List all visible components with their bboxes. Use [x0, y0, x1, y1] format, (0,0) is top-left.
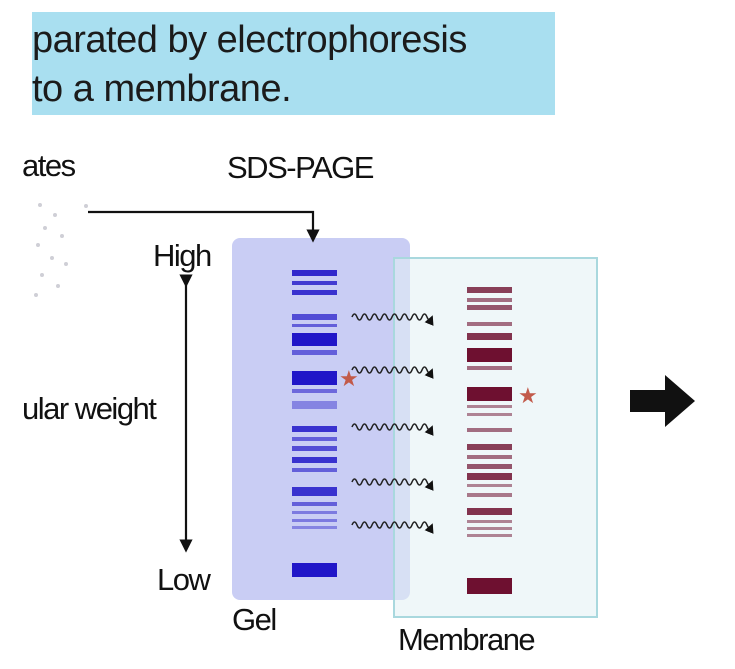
membrane-band-4 — [467, 322, 512, 326]
gel-band-1 — [292, 270, 337, 276]
membrane-band-5 — [467, 333, 512, 340]
membrane-band-2 — [467, 298, 512, 302]
membrane-band-18 — [467, 508, 512, 515]
gel-band-9 — [292, 389, 337, 393]
lysates-label: ates — [22, 148, 76, 183]
gel-label: Gel — [232, 602, 277, 637]
gel-band-19 — [292, 519, 337, 522]
membrane-band-15 — [467, 473, 512, 480]
gel-star-icon: ★ — [339, 367, 359, 392]
sds-page-title: SDS-PAGE — [227, 150, 374, 185]
membrane-band-12 — [467, 444, 512, 450]
low-label: Low — [157, 562, 211, 597]
gel-band-17 — [292, 502, 337, 506]
gel-band-12 — [292, 437, 337, 441]
next-step-arrow-icon — [630, 375, 695, 427]
membrane-band-9 — [467, 405, 512, 408]
gel-band-8 — [292, 371, 337, 385]
caption-line-2: to a membrane. — [32, 68, 292, 110]
membrane-band-17 — [467, 493, 512, 497]
membrane-band-22 — [467, 578, 512, 594]
membrane-label: Membrane — [398, 622, 536, 657]
gel-band-4 — [292, 314, 337, 320]
gel-band-2 — [292, 281, 337, 285]
membrane-band-11 — [467, 428, 512, 432]
membrane-band-13 — [467, 455, 512, 459]
gel-band-20 — [292, 526, 337, 529]
high-label: High — [153, 238, 212, 273]
membrane-band-1 — [467, 287, 512, 293]
gel-band-6 — [292, 333, 337, 346]
gel-band-21 — [292, 563, 337, 577]
caption-line-1: parated by electrophoresis — [32, 19, 467, 61]
membrane-band-14 — [467, 464, 512, 469]
gel-band-14 — [292, 457, 337, 463]
transfer-wavy-arrow-1 — [351, 313, 434, 326]
membrane-band-16 — [467, 484, 512, 487]
gel-band-15 — [292, 468, 337, 472]
sample-dots — [34, 203, 88, 297]
gel-band-13 — [292, 446, 337, 451]
gel-band-7 — [292, 350, 337, 355]
gel-band-16 — [292, 487, 337, 496]
gel-band-10 — [292, 401, 337, 409]
membrane-band-3 — [467, 305, 512, 310]
gel-band-5 — [292, 324, 337, 327]
transfer-wavy-arrow-2 — [351, 366, 434, 379]
gel-lane — [292, 270, 337, 577]
membrane-lane — [467, 287, 512, 594]
membrane-band-7 — [467, 366, 512, 370]
membrane-band-21 — [467, 534, 512, 537]
membrane-band-20 — [467, 527, 512, 530]
gel-band-11 — [292, 426, 337, 432]
membrane-band-6 — [467, 348, 512, 362]
gel-band-3 — [292, 290, 337, 295]
transfer-wavy-arrow-3 — [351, 423, 434, 436]
transfer-wavy-arrow-4 — [351, 478, 434, 491]
membrane-band-19 — [467, 520, 512, 523]
loading-arrow — [88, 210, 320, 243]
gel-band-18 — [292, 511, 337, 514]
gel-panel — [232, 238, 410, 600]
membrane-band-10 — [467, 413, 512, 416]
transfer-wavy-arrow-5 — [351, 521, 434, 534]
membrane-star-icon: ★ — [518, 384, 538, 409]
transfer-arrows — [351, 313, 434, 534]
molecular-weight-label: ular weight — [22, 391, 157, 426]
caption-banner: parated by electrophoresis to a membrane… — [32, 12, 555, 115]
membrane-band-8 — [467, 387, 512, 401]
